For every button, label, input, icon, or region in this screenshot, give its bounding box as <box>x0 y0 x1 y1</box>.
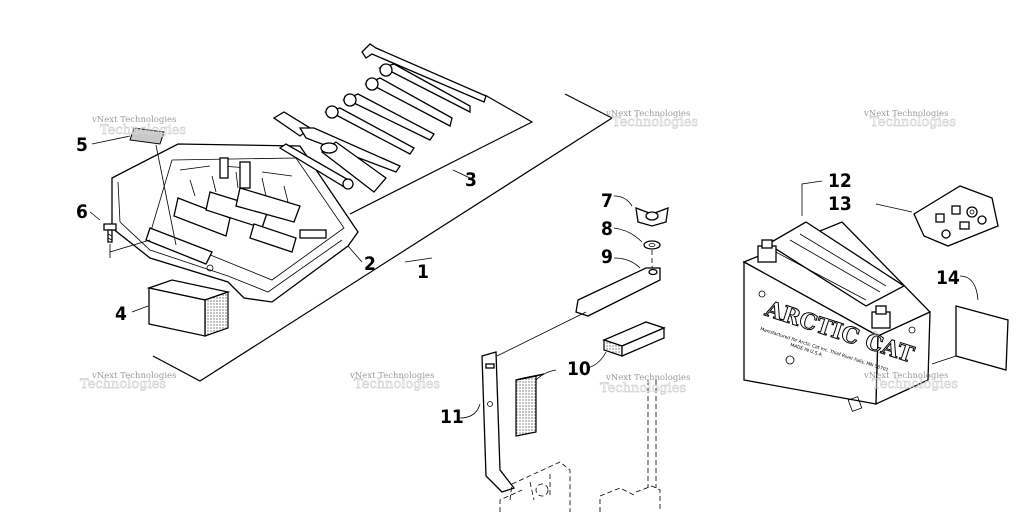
watermark-big-5: Technologies <box>354 377 440 392</box>
battery-pad-14 <box>931 275 1009 371</box>
callout-11: 11 <box>440 406 464 428</box>
battery-brand-mark: ® <box>869 329 880 341</box>
callout-3: 3 <box>465 169 477 191</box>
callout-5: 5 <box>76 134 88 156</box>
callout-12: 12 <box>828 170 852 192</box>
foam-block-4 <box>131 279 231 337</box>
callout-numbers: 1 2 3 4 5 6 7 8 9 10 11 12 13 14 <box>76 134 960 428</box>
watermark-big-1: Technologies <box>100 123 186 138</box>
tool-tray <box>111 143 363 303</box>
assembly-bracket-1 <box>152 93 614 382</box>
watermark-small-6: vNext Technologies <box>605 373 690 383</box>
pad-10-b <box>515 369 557 437</box>
callout-14: 14 <box>936 267 960 289</box>
callout-10: 10 <box>567 358 591 380</box>
mounting-base <box>499 380 661 512</box>
label-decal-5 <box>91 127 177 246</box>
callout-13: 13 <box>828 193 852 215</box>
watermark-big-4: Technologies <box>80 377 166 392</box>
watermark-big-2: Technologies <box>612 115 698 130</box>
assembly-bracket-3 <box>349 94 534 215</box>
watermark-small-3: vNext Technologies <box>863 109 948 119</box>
pad-10 <box>587 321 666 369</box>
callout-7: 7 <box>601 190 613 212</box>
hold-down-strap-9 <box>575 250 661 317</box>
callout-6: 6 <box>76 201 88 223</box>
tool-set <box>272 43 487 193</box>
screw-6 <box>89 211 151 258</box>
wing-nut-7 <box>613 195 669 227</box>
callout-4: 4 <box>115 303 127 325</box>
watermark-big-7: Technologies <box>872 377 958 392</box>
bracket-11 <box>459 311 587 493</box>
watermark-small-1: vNext Technologies <box>91 115 176 125</box>
watermark-small-5: vNext Technologies <box>349 371 434 381</box>
terminal-hardware-13 <box>875 185 999 247</box>
watermark-small-2: vNext Technologies <box>605 109 690 119</box>
watermark-small-4: vNext Technologies <box>91 371 176 381</box>
callout-2: 2 <box>364 253 376 275</box>
washer-8 <box>613 227 661 250</box>
callout-1: 1 <box>417 261 429 283</box>
callout-8: 8 <box>601 218 613 240</box>
callout-9: 9 <box>601 246 613 268</box>
watermarks: Technologies vNext Technologies Technolo… <box>80 109 959 396</box>
watermark-big-3: Technologies <box>870 115 956 130</box>
battery-12: ARCTIC CAT ® Manufactured for Arctic Cat… <box>742 180 932 412</box>
watermark-small-7: vNext Technologies <box>863 371 948 381</box>
watermark-big-6: Technologies <box>600 381 686 396</box>
